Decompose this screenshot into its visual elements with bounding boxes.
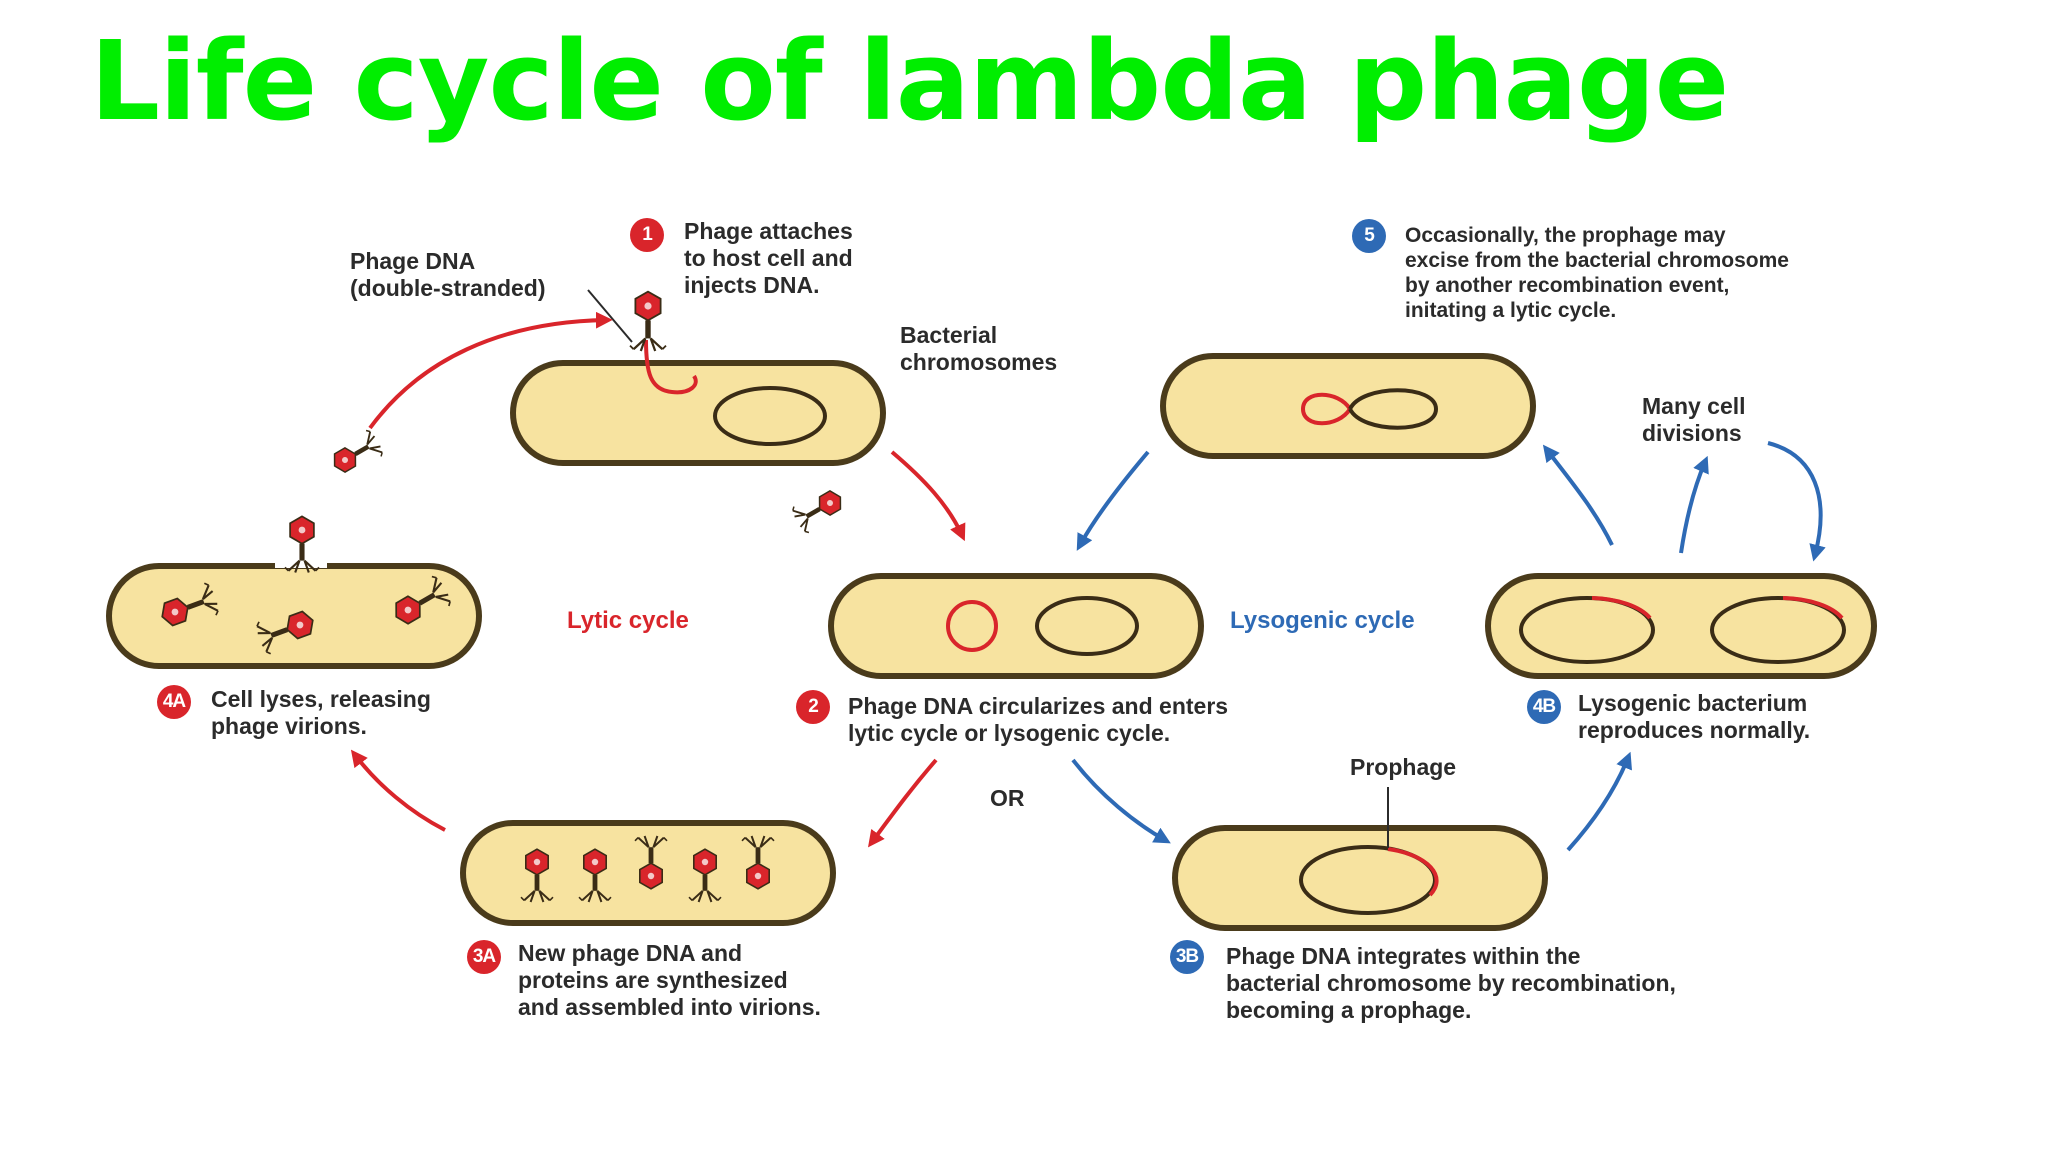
step-4a-badge: 4A [157,685,191,719]
lysogenic-cycle-label: Lysogenic cycle [1230,607,1415,634]
cell-circularization [828,573,1204,679]
free-phage [326,427,386,480]
cell-integration [1172,787,1548,931]
lytic-cycle-label: Lytic cycle [567,607,689,634]
step-3b-badge: 3B [1170,940,1204,974]
step-3a-badge: 3A [467,940,501,974]
step-5-text: Occasionally, the prophage may excise fr… [1405,224,1789,322]
step-4b-badge: 4B [1527,690,1561,724]
cell-division-arrow-up [1679,455,1709,554]
free-phage [789,483,849,536]
bacterial-chromosome [713,386,827,446]
step-3a-text: New phage DNA and proteins are synthesiz… [518,940,821,1020]
lytic-arrow-4a-to-1 [368,311,613,430]
chromosome-with-prophage [1519,596,1655,664]
excising-prophage [1300,392,1352,426]
lysogenic-arrow-3b-to-4b [1566,751,1632,852]
step-1-badge: 1 [630,218,664,252]
bacterial-chromosome [1035,596,1139,656]
phage-dna-label: Phage DNA (double-stranded) [350,248,546,301]
lysogenic-arrow-4b-to-5 [1542,444,1614,546]
phage-dna-pointer [587,289,633,343]
cell-lysogenic [1485,573,1877,679]
cell-division-arrow-down [1767,441,1826,562]
lytic-arrow-3a-to-4a [350,749,446,832]
step-2-badge: 2 [796,690,830,724]
lysogenic-arrow-5-to-2 [1076,450,1150,551]
page-title: Life cycle of lambda phage [90,17,1729,145]
step-4a-text: Cell lyses, releasing phage virions. [211,686,431,739]
many-cell-divisions-label: Many cell divisions [1642,393,1746,446]
step-5-badge: 5 [1352,219,1386,253]
circular-phage-dna [946,600,998,652]
step-2-text: Phage DNA circularizes and enters lytic … [848,693,1229,746]
lytic-arrow-2-to-3a [868,758,938,848]
lytic-arrow-1-to-2 [890,450,966,542]
prophage-label: Prophage [1350,754,1457,780]
cell-attachment [510,290,886,466]
chromosome-with-prophage [1710,596,1846,664]
step-1-text: Phage attaches to host cell and injects … [684,218,853,298]
cell-lysis [106,515,482,669]
or-label: OR [990,785,1025,811]
lysogenic-arrow-2-to-3b [1071,758,1171,844]
cell-excision [1160,353,1536,459]
cell-virion-assembly [460,820,836,926]
step-4b-text: Lysogenic bacterium reproduces normally. [1578,690,1811,743]
step-3b-text: Phage DNA integrates within the bacteria… [1226,943,1676,1023]
bacterial-chromosome [1348,388,1439,430]
injected-phage-dna [644,339,698,395]
bacterial-chromosomes-label: Bacterial chromosomes [900,322,1058,375]
